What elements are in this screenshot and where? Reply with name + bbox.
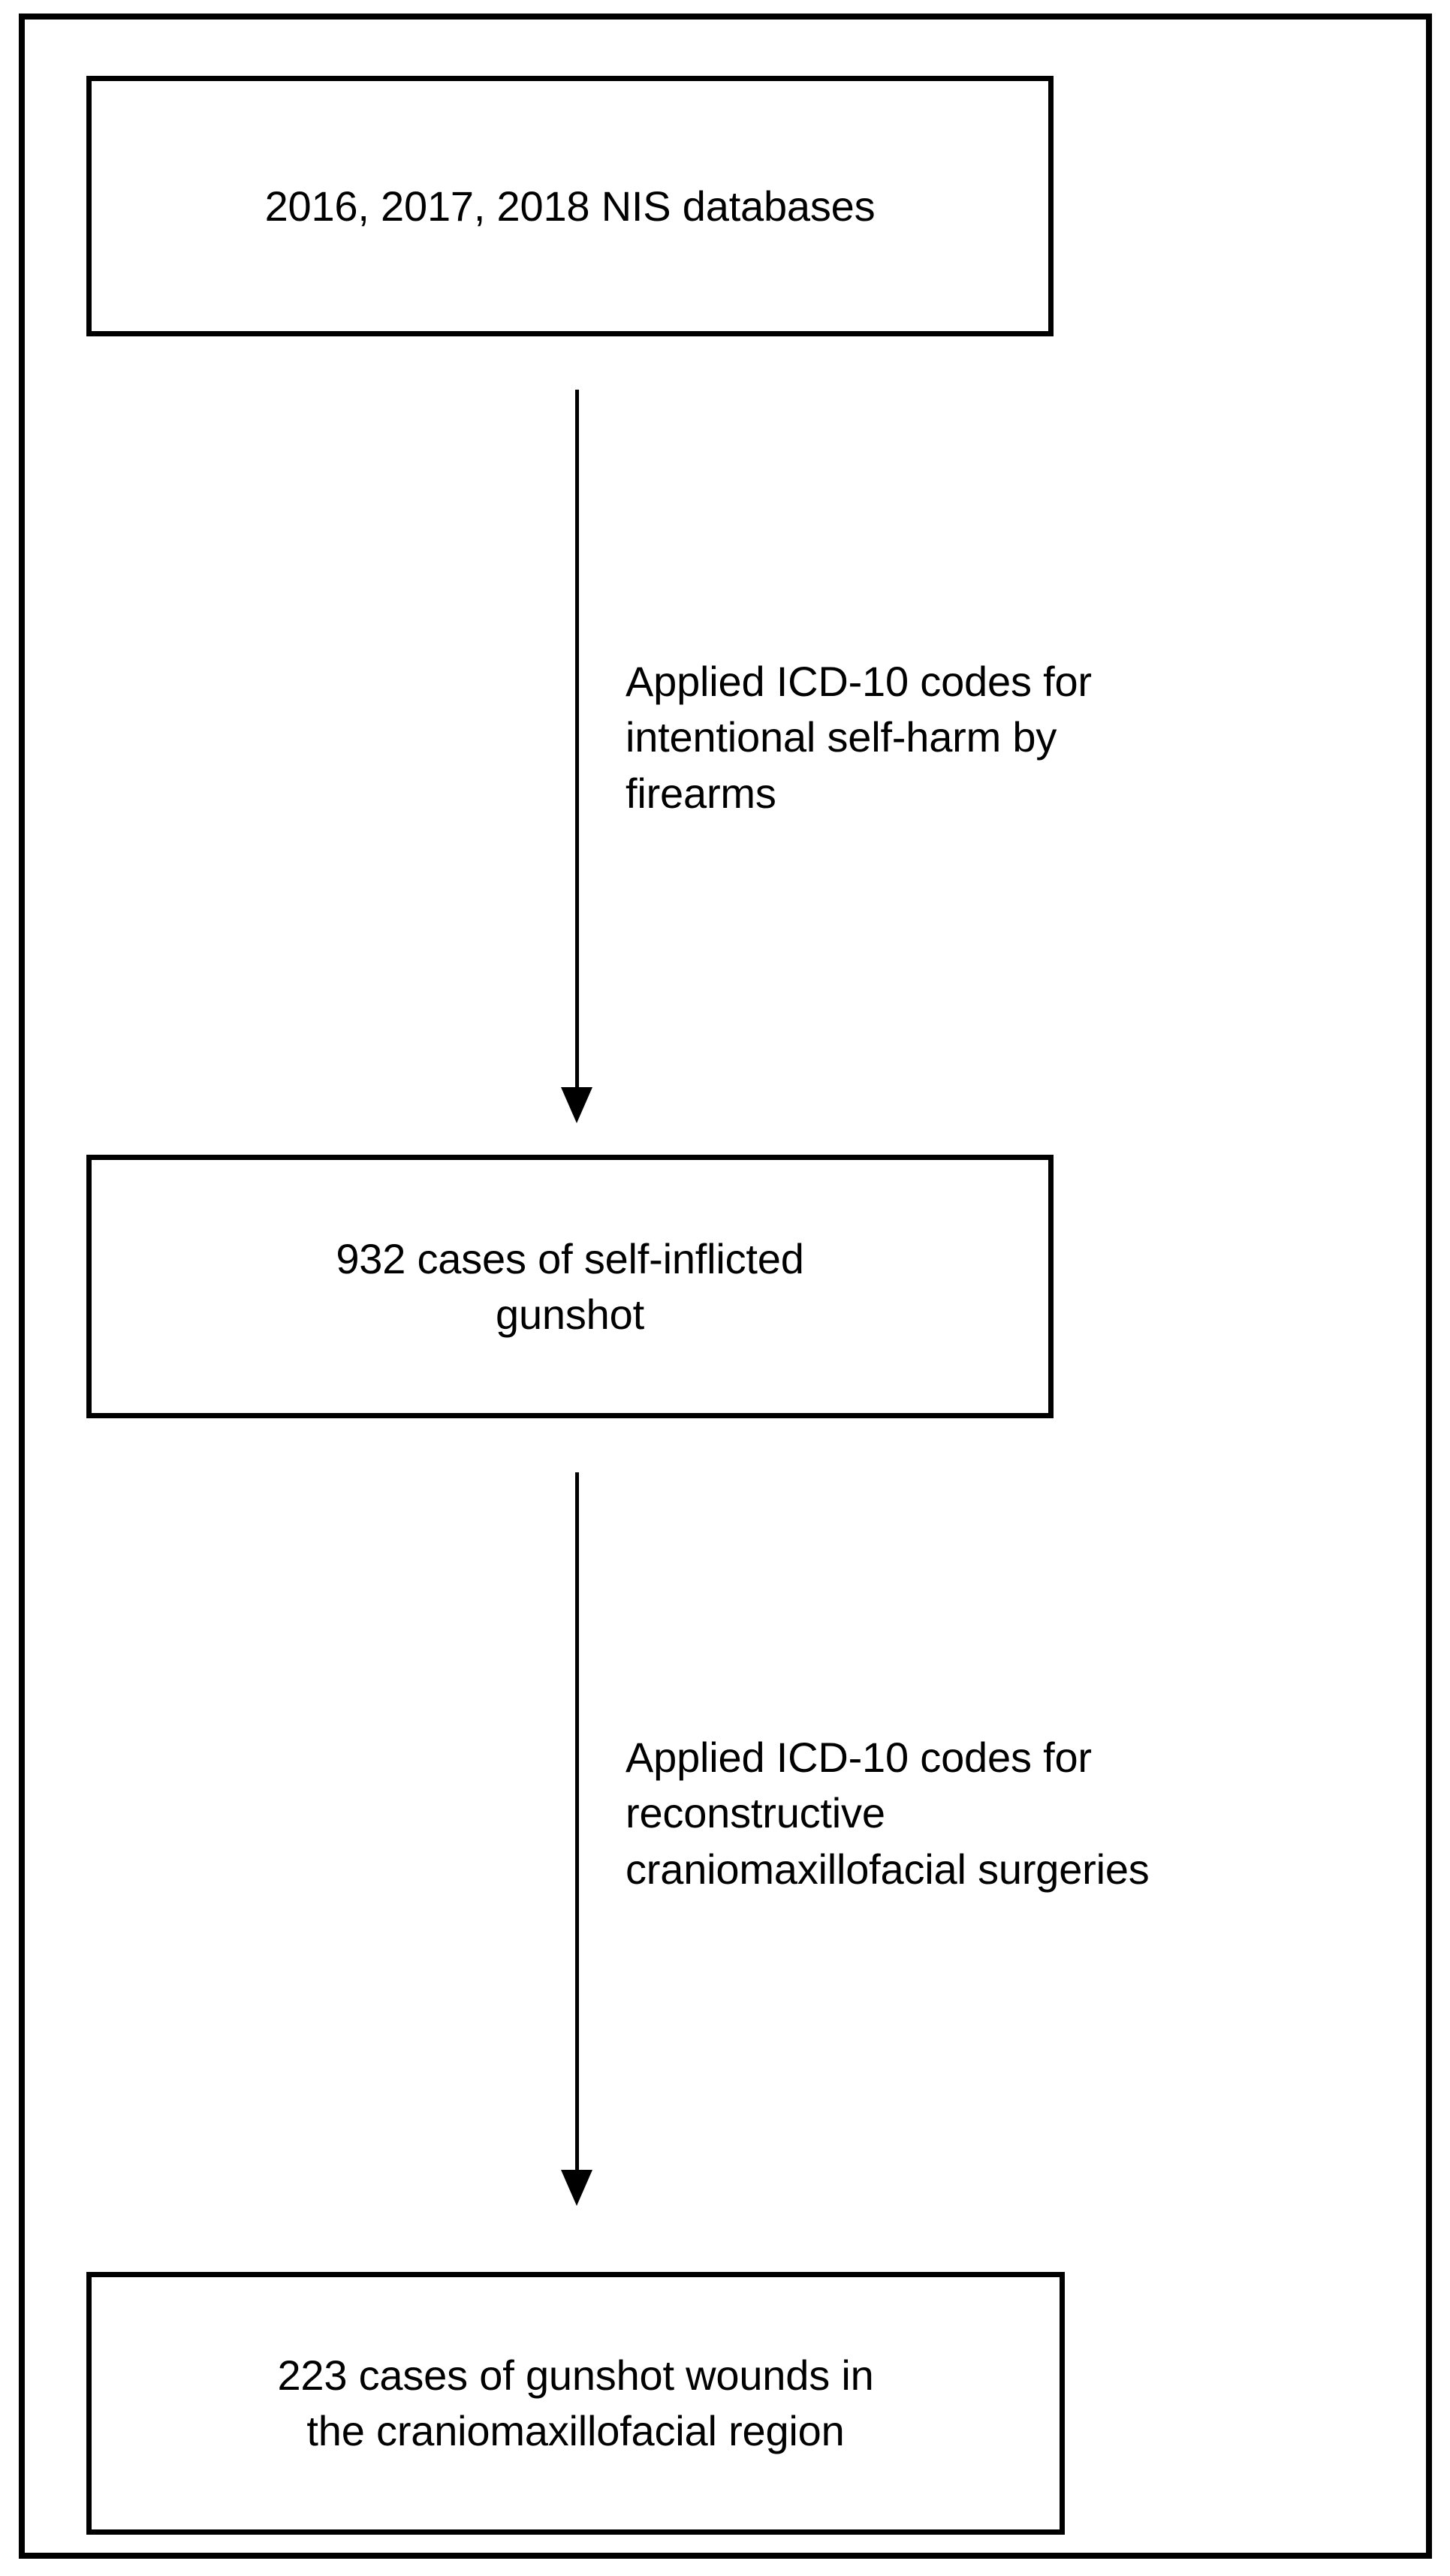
flow-box-final-cohort: 223 cases of gunshot wounds in the crani… [86,2272,1065,2535]
flow-box-cohort-self-inflicted-gunshot: 932 cases of self-inflicted gunshot [86,1155,1054,1418]
flow-box-data-source-label: 2016, 2017, 2018 NIS databases [264,182,876,230]
connector-arrow-1 [554,390,599,1123]
arrowhead-down-icon [561,1087,592,1123]
flow-box-cohort-self-inflicted-gunshot-label: 932 cases of self-inflicted gunshot [336,1234,804,1338]
arrow-shaft [575,390,579,1087]
flow-box-data-source: 2016, 2017, 2018 NIS databases [86,76,1054,336]
edge-label-filter-1: Applied ICD-10 codes for intentional sel… [626,658,1092,817]
figure-frame: 2016, 2017, 2018 NIS databases Applied I… [19,14,1432,2559]
arrow-shaft [575,1472,579,2170]
connector-arrow-2 [554,1472,599,2206]
edge-label-filter-2: Applied ICD-10 codes for reconstructive … [626,1734,1150,1893]
flow-box-final-cohort-label: 223 cases of gunshot wounds in the crani… [277,2352,874,2454]
arrowhead-down-icon [561,2170,592,2206]
